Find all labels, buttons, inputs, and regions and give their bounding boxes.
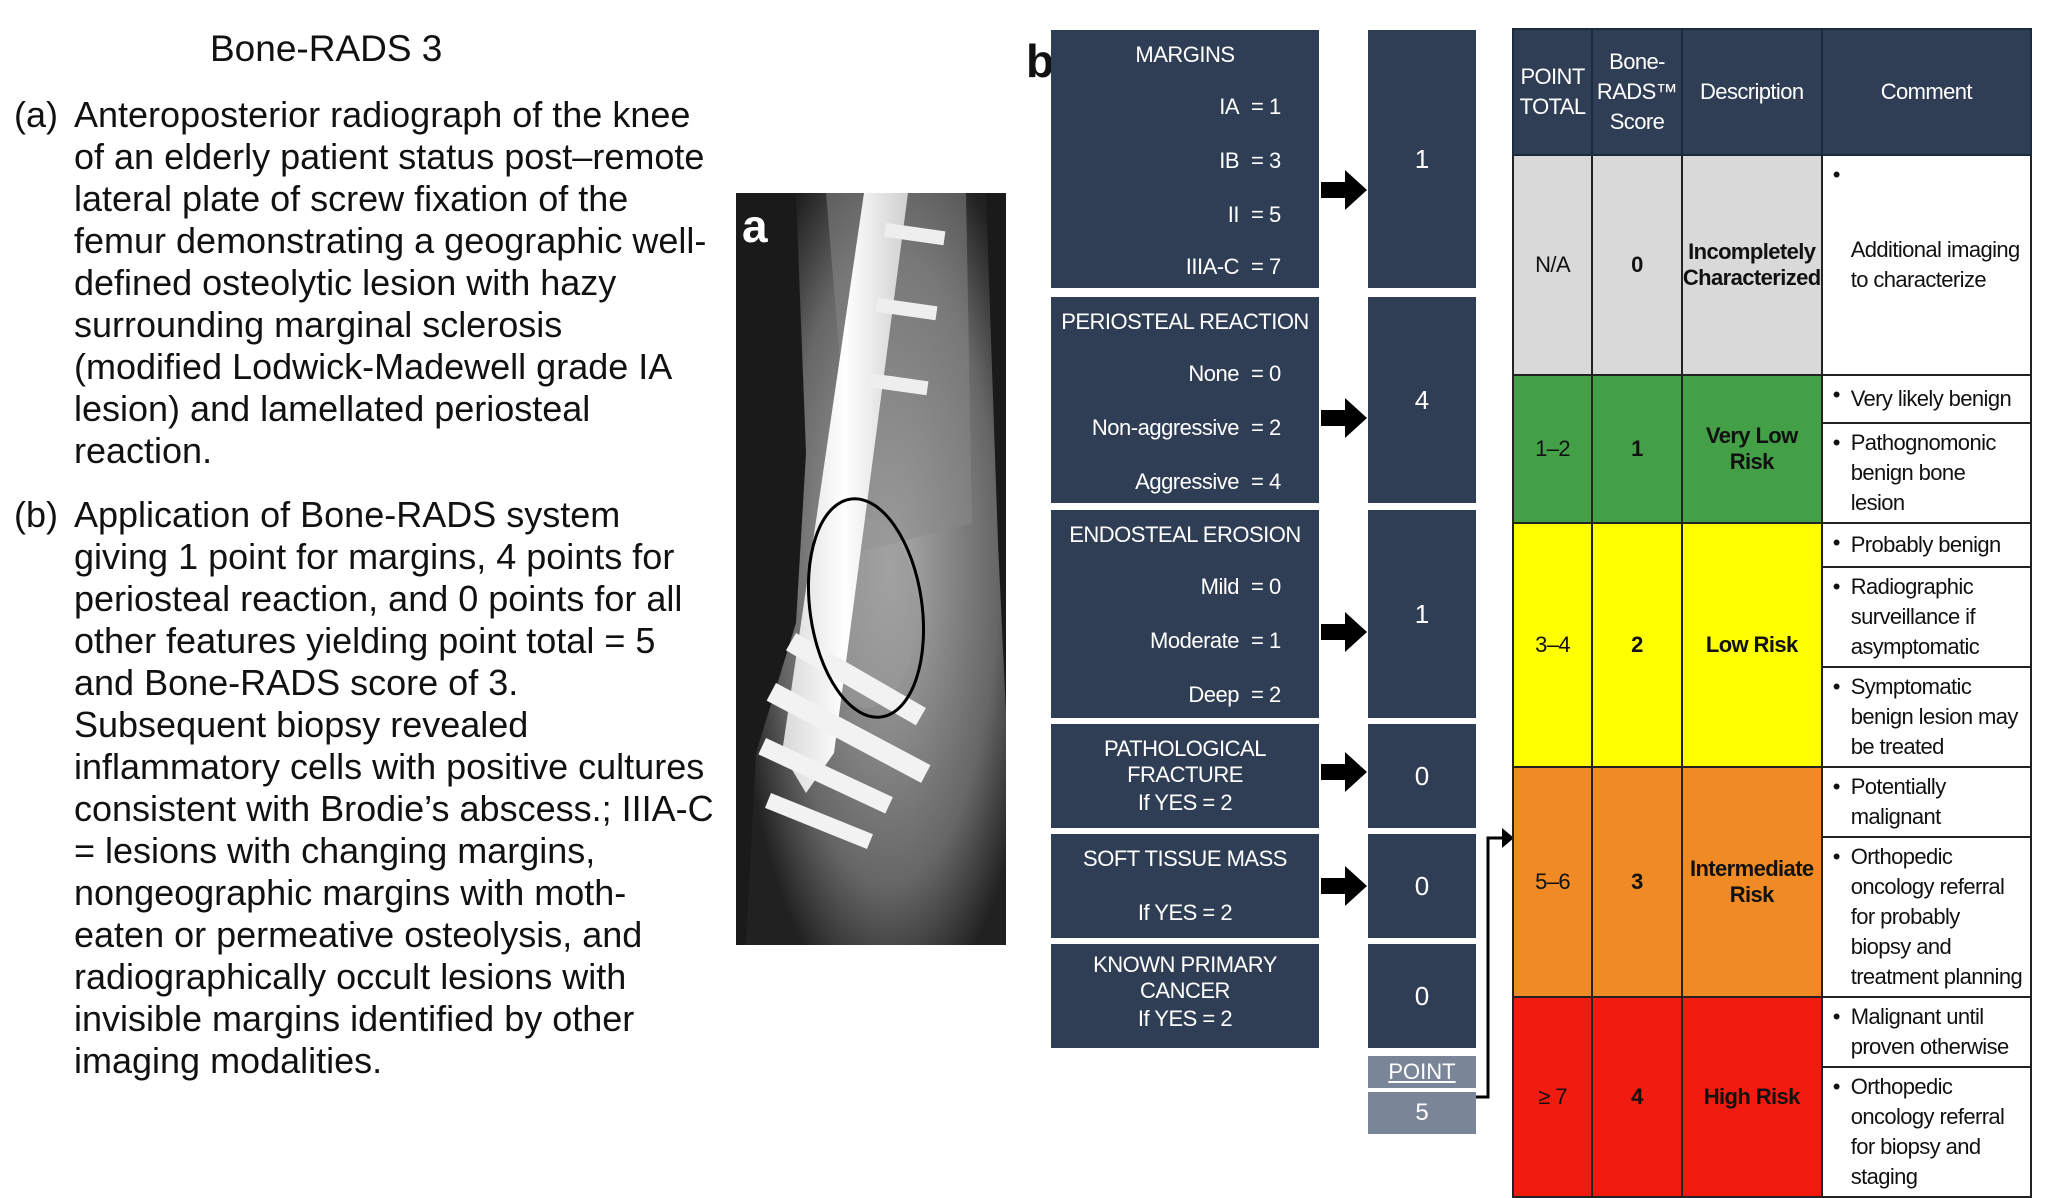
arrow-right-icon xyxy=(1321,398,1367,438)
header-description: Description xyxy=(1680,28,1823,156)
header-point-total: POINT TOTAL xyxy=(1511,28,1594,156)
option-name: Aggressive xyxy=(1135,469,1239,494)
option-name: Mild xyxy=(1200,574,1240,599)
arrow-right-icon xyxy=(1321,170,1367,210)
cell-comment: Potentially malignant xyxy=(1820,766,2033,838)
caption-text-a: Anteroposterior radiograph of the knee o… xyxy=(74,94,707,471)
knee-radiograph: a xyxy=(736,193,1006,945)
table-row: N/A 0 Incompletely Characterized Additio… xyxy=(1511,154,2033,376)
connector-arrow-icon xyxy=(1476,828,1514,1099)
bone-rads-score-table: POINT TOTAL Bone-RADS™ Score Description… xyxy=(1511,28,2033,1198)
cell-point-total: 1–2 xyxy=(1511,374,1594,524)
feature-title: SOFT TISSUE MASS xyxy=(1083,846,1287,871)
fracture-score-box: 0 xyxy=(1368,724,1476,828)
feature-title: KNOWN PRIMARY CANCER xyxy=(1093,952,1277,1003)
arrow-right-icon xyxy=(1321,752,1367,792)
cell-description: Intermediate Risk xyxy=(1680,766,1823,998)
option-points: = 3 xyxy=(1251,148,1281,173)
cell-comment: Malignant until proven otherwise xyxy=(1820,996,2033,1068)
feature-condition: If YES = 2 xyxy=(1137,1006,1233,1031)
table-row: 3–4 2 Low Risk Probably benign xyxy=(1511,522,2033,768)
feature-title: PERIOSTEAL REACTION xyxy=(1061,309,1309,334)
panel-b-label: b xyxy=(1026,35,1055,87)
option-points: = 2 xyxy=(1251,682,1281,707)
header-comment: Comment xyxy=(1820,28,2033,156)
option-name: IIIA-C xyxy=(1185,254,1240,279)
option-name: IA xyxy=(1219,94,1239,119)
cell-description: Very Low Risk xyxy=(1680,374,1823,524)
point-total-label: POINT TOTAL xyxy=(1368,1056,1476,1116)
table-row: Symptomatic benign lesion may be treated xyxy=(1513,666,2033,768)
cell-comment: Orthopedic oncology referral for biopsy … xyxy=(1820,1066,2033,1198)
table-row: ≥ 7 4 High Risk Malignant until proven o… xyxy=(1511,996,2033,1198)
option-name: None xyxy=(1188,361,1239,386)
cell-description: High Risk xyxy=(1680,996,1823,1198)
option-points: = 0 xyxy=(1251,574,1281,599)
table-row: Radiographic surveillance if asymptomati… xyxy=(1513,566,2033,668)
table-row: Pathognomonic benign bone lesion xyxy=(1513,422,2033,524)
feature-title: MARGINS xyxy=(1135,42,1235,67)
table-row: 1–2 1 Very Low Risk Very likely benign xyxy=(1511,374,2033,524)
panel-a-label: a xyxy=(742,200,768,252)
option-name: Non-aggressive xyxy=(1091,415,1240,440)
arrow-right-icon xyxy=(1321,866,1367,906)
feature-condition: If YES = 2 xyxy=(1137,790,1233,815)
feature-margins: MARGINS IA = 1 IB = 3 II = 5 IIIA-C = 7 xyxy=(1051,30,1319,288)
cell-score: 1 xyxy=(1591,374,1683,524)
option-name: IB xyxy=(1219,148,1239,173)
cell-score: 4 xyxy=(1591,996,1683,1198)
option-points: = 2 xyxy=(1251,415,1281,440)
feature-pathological-fracture: PATHOLOGICAL FRACTURE If YES = 2 xyxy=(1051,724,1319,828)
table-row: 5–6 3 Intermediate Risk Potentially mali… xyxy=(1511,766,2033,998)
option-points: = 7 xyxy=(1251,254,1281,279)
caption-title: Bone-RADS 3 xyxy=(210,28,443,69)
table-row: Orthopedic oncology referral for probabl… xyxy=(1513,836,2033,998)
radiograph-image xyxy=(736,193,1006,945)
feature-endosteal-erosion: ENDOSTEAL EROSION Mild = 0 Moderate = 1 … xyxy=(1051,510,1319,718)
cell-point-total: 5–6 xyxy=(1511,766,1594,998)
feature-condition: If YES = 2 xyxy=(1137,900,1233,925)
cell-comment: Radiographic surveillance if asymptomati… xyxy=(1820,566,2033,668)
cell-description: Incompletely Characterized xyxy=(1680,154,1823,376)
soft-tissue-score-box: 0 xyxy=(1368,834,1476,938)
endosteal-score-box: 1 xyxy=(1368,510,1476,718)
cell-score: 2 xyxy=(1591,522,1683,768)
feature-title: ENDOSTEAL EROSION xyxy=(1069,522,1301,547)
feature-title: PATHOLOGICAL FRACTURE xyxy=(1104,736,1266,787)
option-points: = 1 xyxy=(1251,628,1281,653)
cell-score: 0 xyxy=(1591,154,1683,376)
option-points: = 0 xyxy=(1251,361,1281,386)
option-points: = 5 xyxy=(1251,202,1281,227)
option-name: Moderate xyxy=(1150,628,1239,653)
arrow-right-icon xyxy=(1321,612,1367,652)
cell-comment: Symptomatic benign lesion may be treated xyxy=(1820,666,2033,768)
feature-known-primary-cancer: KNOWN PRIMARY CANCER If YES = 2 xyxy=(1051,944,1319,1048)
point-total-value: 5 xyxy=(1368,1092,1476,1134)
feature-soft-tissue-mass: SOFT TISSUE MASS If YES = 2 xyxy=(1051,834,1319,938)
cell-point-total: 3–4 xyxy=(1511,522,1594,768)
cell-description: Low Risk xyxy=(1680,522,1823,768)
cell-score: 3 xyxy=(1591,766,1683,998)
option-points: = 4 xyxy=(1251,469,1281,494)
margins-score-box: 1 xyxy=(1368,30,1476,288)
cell-comment: Very likely benign xyxy=(1820,374,2033,424)
cell-point-total: ≥ 7 xyxy=(1511,996,1594,1198)
caption-label-b: (b) xyxy=(14,494,58,535)
caption-text-b: Application of Bone-RADS system giving 1… xyxy=(74,494,714,1081)
cell-point-total: N/A xyxy=(1511,154,1594,376)
primary-cancer-score-box: 0 xyxy=(1368,944,1476,1048)
cell-comment: Additional imaging to characterize xyxy=(1820,154,2033,376)
table-header-row: POINT TOTAL Bone-RADS™ Score Description… xyxy=(1511,28,2033,156)
option-name: Deep xyxy=(1188,682,1239,707)
header-bone-rads-score: Bone-RADS™ Score xyxy=(1591,28,1683,156)
caption-label-a: (a) xyxy=(14,94,58,135)
cell-comment: Probably benign xyxy=(1820,522,2033,568)
option-points: = 1 xyxy=(1251,94,1281,119)
cell-comment: Pathognomonic benign bone lesion xyxy=(1820,422,2033,524)
periosteal-score-box: 4 xyxy=(1368,297,1476,503)
option-name: II xyxy=(1227,202,1240,227)
feature-periosteal-reaction: PERIOSTEAL REACTION None = 0 Non-aggress… xyxy=(1051,297,1319,503)
cell-comment: Orthopedic oncology referral for probabl… xyxy=(1820,836,2033,998)
